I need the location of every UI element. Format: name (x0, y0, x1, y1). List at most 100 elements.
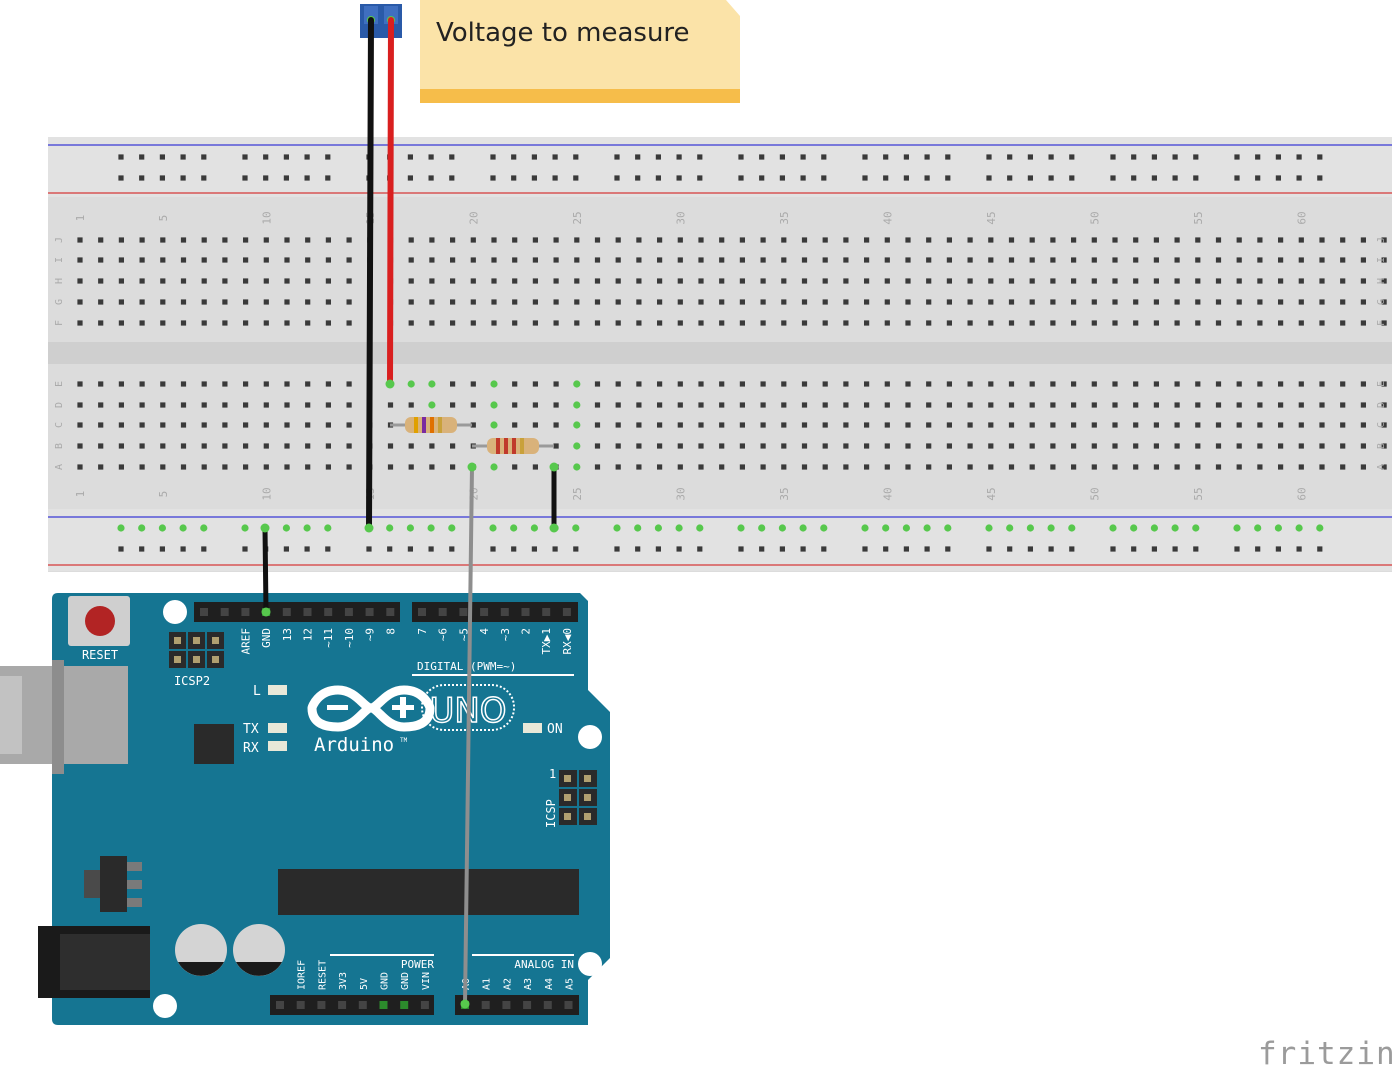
breadboard-hole (657, 422, 663, 428)
breadboard-hole (1133, 320, 1139, 326)
breadboard-hole (160, 299, 166, 305)
breadboard-hole (615, 402, 621, 408)
breadboard-hole (180, 320, 187, 326)
breadboard-hole (1275, 175, 1281, 181)
breadboard-hole (1254, 524, 1262, 532)
row-letter: B (54, 443, 65, 449)
breadboard-hole (1008, 422, 1015, 428)
breadboard-hole (408, 320, 414, 326)
breadboard-hole (283, 546, 289, 552)
breadboard-hole (77, 402, 83, 408)
breadboard-hole (926, 443, 932, 449)
digital-pin-label: ~9 (364, 628, 377, 641)
breadboard-hole (1133, 278, 1139, 284)
row-letter: J (1376, 237, 1387, 243)
row-letter: C (54, 422, 65, 428)
resistor-band (438, 417, 442, 433)
breadboard-hole (905, 278, 911, 284)
breadboard-hole (1071, 443, 1077, 449)
breadboard-hole (1174, 381, 1180, 387)
breadboard-hole (1133, 402, 1139, 408)
breadboard-hole (1298, 443, 1304, 449)
breadboard-hole (305, 443, 311, 449)
column-number: 1 (74, 215, 87, 222)
resistor-band (520, 438, 524, 454)
column-number: 30 (674, 487, 687, 500)
breadboard-hole (160, 402, 166, 408)
breadboard-hole (1319, 278, 1325, 284)
wire-end-contact (467, 462, 477, 472)
breadboard-hole (1340, 237, 1346, 243)
breadboard-hole (924, 546, 930, 552)
breadboard-hole (1381, 320, 1387, 326)
breadboard-hole (801, 443, 808, 449)
breadboard-hole (864, 237, 870, 243)
breadboard-hole (946, 257, 952, 263)
breadboard-hole (864, 278, 870, 284)
components (360, 4, 554, 454)
breadboard-hole (98, 257, 104, 263)
breadboard-hole (1153, 299, 1159, 305)
breadboard-hole (1027, 154, 1033, 160)
breadboard-hole (1008, 381, 1015, 387)
wire-red-input (387, 17, 394, 387)
breadboard-hole (305, 422, 311, 428)
breadboard-hole (511, 175, 517, 181)
breadboard-hole (512, 464, 518, 470)
breadboard-hole (719, 257, 725, 263)
breadboard-hole (1026, 524, 1034, 532)
breadboard-hole (1234, 175, 1240, 181)
breadboard-hole (283, 175, 289, 181)
breadboard-hole (636, 402, 642, 408)
breadboard-hole (1215, 257, 1222, 263)
breadboard-hole (926, 257, 932, 263)
breadboard-hole (594, 464, 601, 470)
breadboard-hole (553, 381, 559, 387)
breadboard-hole (1298, 320, 1304, 326)
breadboard-hole (450, 278, 456, 284)
breadboard-hole (719, 278, 725, 284)
breadboard-hole (1071, 257, 1077, 263)
breadboard-hole (1360, 320, 1366, 326)
breadboard-hole (1027, 175, 1033, 181)
breadboard-hole (719, 237, 725, 243)
breadboard-hole (739, 464, 745, 470)
breadboard-hole (553, 278, 559, 284)
breadboard-hole (243, 237, 249, 243)
breadboard-hole (1112, 257, 1118, 263)
column-number: 40 (881, 487, 894, 500)
breadboard-hole (926, 320, 932, 326)
breadboard-hole (1257, 320, 1263, 326)
breadboard-hole (1195, 320, 1201, 326)
breadboard-hole (676, 154, 682, 160)
breadboard-hole (325, 278, 331, 284)
breadboard-hole (532, 402, 538, 408)
breadboard-hole (200, 524, 208, 532)
breadboard-hole (1153, 320, 1159, 326)
breadboard-hole (408, 237, 414, 243)
usb-flange (52, 660, 64, 774)
breadboard-hole (282, 524, 290, 532)
breadboard-hole (263, 381, 269, 387)
breadboard-hole (222, 257, 228, 263)
breadboard-hole (118, 464, 124, 470)
breadboard-hole (305, 257, 311, 263)
breadboard-hole (1091, 320, 1097, 326)
breadboard-hole (407, 380, 415, 388)
analog-pin-socket (481, 1001, 490, 1009)
breadboard-hole (843, 237, 849, 243)
digital-pin-socket (303, 608, 312, 616)
breadboard-hole (118, 154, 124, 160)
analog-pin-label: A5 (565, 978, 576, 990)
breadboard-hole (346, 381, 352, 387)
breadboard-hole (1029, 257, 1035, 263)
breadboard-hole (760, 237, 766, 243)
breadboard-hole (304, 175, 310, 181)
breadboard-hole (698, 443, 704, 449)
breadboard-hole (98, 299, 104, 305)
breadboard-hole (967, 381, 973, 387)
icsp2-label: ICSP2 (174, 674, 210, 688)
breadboard-hole (657, 299, 663, 305)
breadboard-hole (1215, 464, 1222, 470)
breadboard-hole (1319, 381, 1325, 387)
